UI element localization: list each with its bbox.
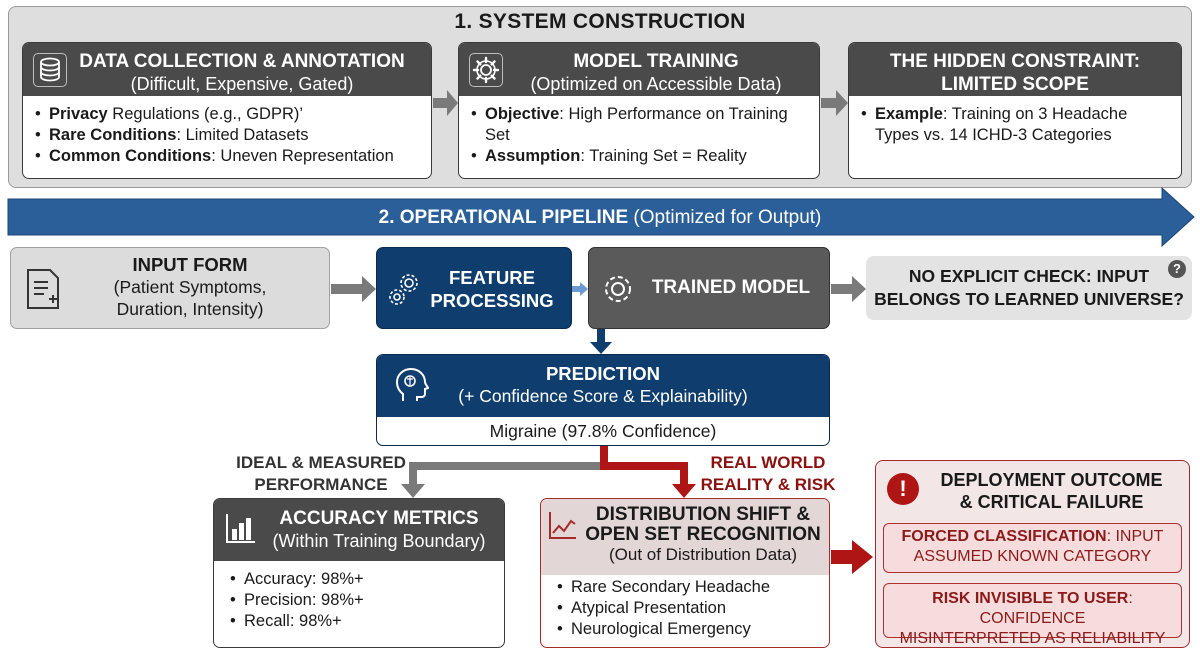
- card-subtitle: (Difficult, Expensive, Gated): [130, 74, 354, 94]
- prediction-title: PREDICTION: [545, 363, 661, 384]
- risk-invisible-box: RISK INVISIBLE TO USER: CONFIDENCE MISIN…: [883, 583, 1182, 647]
- gear-icon: [599, 270, 637, 313]
- card-title: MODEL TRAINING: [573, 51, 739, 72]
- outcome-line2: & CRITICAL FAILURE: [959, 492, 1144, 512]
- prediction-box: PREDICTION (+ Confidence Score & Explain…: [376, 354, 830, 446]
- list-item: •Accuracy: 98%+: [230, 570, 364, 588]
- accuracy-metrics-card: ACCURACY METRICS (Within Training Bounda…: [213, 498, 505, 648]
- prediction-result: Migraine (97.8% Confidence): [489, 421, 717, 441]
- forced-classification-box: FORCED CLASSIFICATION: INPUT ASSUMED KNO…: [883, 523, 1182, 573]
- alert-icon: !: [887, 473, 919, 505]
- distribution-line1: DISTRIBUTION SHIFT &: [595, 504, 811, 525]
- list-item: •Example: Training on 3 Headache Types v…: [861, 105, 1128, 144]
- list-item: •Common Conditions: Uneven Representatio…: [35, 147, 394, 165]
- bar-chart-icon: [224, 511, 258, 550]
- distribution-line2: OPEN SET RECOGNITION: [585, 524, 821, 545]
- distribution-line3: (Out of Distribution Data): [608, 545, 797, 564]
- trained-model-label: TRAINED MODEL: [651, 277, 811, 298]
- ideal-performance-label: IDEAL & MEASURED PERFORMANCE: [236, 453, 406, 494]
- no-explicit-check-box: NO EXPLICIT CHECK: INPUT BELONGS TO LEAR…: [866, 256, 1192, 320]
- feature-line2: PROCESSING: [430, 290, 554, 311]
- gears-icon: [385, 270, 423, 313]
- section2-title: 2. OPERATIONAL PIPELINE (Optimized for O…: [378, 207, 822, 228]
- list-item: •Privacy Regulations (e.g., GDPR)’: [35, 105, 304, 123]
- question-icon: ?: [1168, 260, 1186, 278]
- data-collection-card: DATA COLLECTION & ANNOTATION (Difficult,…: [22, 42, 432, 179]
- distribution-shift-card: DISTRIBUTION SHIFT & OPEN SET RECOGNITIO…: [540, 498, 830, 648]
- list-item: •Objective: High Performance on Training…: [471, 105, 788, 144]
- nocheck-line1: NO EXPLICIT CHECK: INPUT: [908, 266, 1150, 286]
- list-item: •Atypical Presentation: [557, 599, 727, 617]
- input-form-box: INPUT FORM (Patient Symptoms, Duration, …: [10, 247, 330, 329]
- card-title: THE HIDDEN CONSTRAINT:: [889, 51, 1141, 72]
- list-item: •Precision: 98%+: [230, 591, 364, 609]
- prediction-subtitle: (+ Confidence Score & Explainability): [458, 386, 748, 406]
- hidden-constraint-card: THE HIDDEN CONSTRAINT: LIMITED SCOPE •Ex…: [848, 42, 1182, 179]
- trained-model-box: TRAINED MODEL: [588, 247, 830, 329]
- trend-chart-icon: [547, 509, 579, 546]
- list-item: •Rare Conditions: Limited Datasets: [35, 126, 309, 144]
- input-form-line2: Duration, Intensity): [116, 299, 264, 319]
- list-item: •Assumption: Training Set = Reality: [471, 147, 747, 165]
- database-icon: [33, 53, 67, 87]
- accuracy-title: ACCURACY METRICS: [279, 508, 479, 529]
- brain-head-icon: [395, 367, 430, 410]
- model-training-card: MODEL TRAINING (Optimized on Accessible …: [458, 42, 820, 179]
- list-item: •Neurological Emergency: [557, 620, 751, 638]
- list-item: •Rare Secondary Headache: [557, 578, 771, 596]
- real-world-risk-label: REAL WORLD REALITY & RISK: [700, 453, 836, 494]
- feature-line1: FEATURE: [449, 267, 535, 288]
- card-title: DATA COLLECTION & ANNOTATION: [79, 51, 405, 72]
- accuracy-subtitle: (Within Training Boundary): [272, 531, 486, 551]
- outcome-line1: DEPLOYMENT OUTCOME: [940, 470, 1163, 490]
- list-item: •Recall: 98%+: [230, 612, 342, 630]
- form-icon: [25, 268, 61, 315]
- card-title-line2: LIMITED SCOPE: [941, 74, 1089, 95]
- feature-processing-box: FEATURE PROCESSING: [376, 247, 572, 329]
- section1-title: 1. SYSTEM CONSTRUCTION: [454, 10, 746, 33]
- input-form-line1: (Patient Symptoms,: [113, 277, 267, 297]
- input-form-title: INPUT FORM: [132, 254, 248, 275]
- nocheck-line2: BELONGS TO LEARNED UNIVERSE?: [874, 289, 1184, 309]
- card-subtitle: (Optimized on Accessible Data): [530, 74, 782, 94]
- gear-icon: [469, 53, 503, 87]
